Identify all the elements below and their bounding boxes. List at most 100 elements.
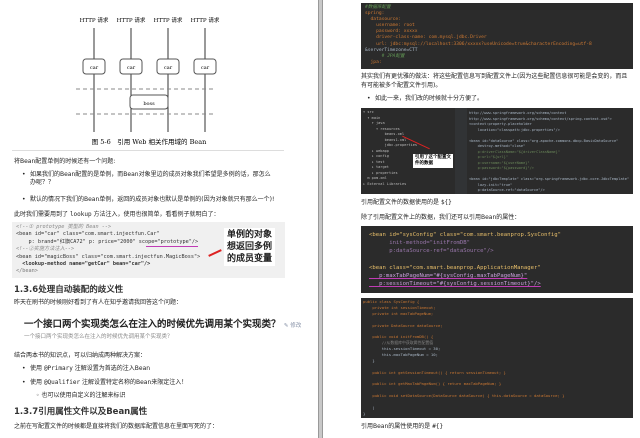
ide-callout: 引用了这个配置文件的数据 <box>413 154 453 168</box>
sub-bullet-item: ◦ 也可以使用自定义的注解来标识 <box>36 392 126 399</box>
code-line: ▾ resources <box>363 126 400 131</box>
code-line: <bean id="car" class="com.smart.injectfu… <box>16 231 160 238</box>
inline-code: @Primary <box>43 365 73 372</box>
car-label: car <box>90 65 99 71</box>
code-line: spring: <box>365 11 385 17</box>
divider <box>12 150 284 151</box>
paragraph: 昨天在刷书的时候刚好看到了有人在知乎邀请我回答这个问题： <box>14 299 183 306</box>
http-request-label: HTTP 请求 <box>80 16 109 24</box>
code-line: http://www.springframework.org/schema/co… <box>469 111 567 115</box>
paragraph: 结合两本书的知识点，可以归纳成两种解决方案： <box>14 352 147 359</box>
car-box <box>156 58 180 75</box>
text: 也可以使用自定义的注解来标识 <box>41 392 126 399</box>
code-line: <!--②实施方法注入--> <box>16 246 75 253</box>
code-line: jpa: <box>365 59 382 65</box>
paragraph: 其实我们有更优雅的做法：将这些配置信息写到配置文件上(因为这些配置信息很可能是会… <box>361 73 628 89</box>
callout-line: 单例的对象 <box>227 230 273 240</box>
boss-label: boss <box>143 101 155 107</box>
xml-code-block: <bean id="sysConfig" class="com.smart.be… <box>361 226 633 293</box>
ide-screenshot: ▾ src ▾ main ▾ java ▾ resources beans.xm… <box>361 108 633 194</box>
code-line: p:dataSource-ref="dataSource"/> <box>469 188 545 192</box>
car-box <box>82 58 106 75</box>
text: 注解设置为首选的注入Bean <box>74 365 151 372</box>
code-line: <bean class="com.smart.beanprop.Applicat… <box>369 264 541 271</box>
caption: 引用配置文件的数据使用的是 ${} <box>361 199 452 207</box>
http-request-label: HTTP 请求 <box>191 16 220 24</box>
code-line: p:url="${url}" <box>469 155 508 159</box>
code-line: ▾ main <box>363 115 381 120</box>
code-line: </bean> <box>16 268 38 275</box>
code-line: ▸ test <box>363 159 385 164</box>
inline-code: lookup <box>69 211 92 218</box>
callout-line: 想返回多例 <box>227 242 273 252</box>
underline-annotation <box>146 246 198 247</box>
gutter <box>455 108 467 194</box>
callout-line: 的成员变量 <box>227 254 273 264</box>
code-line: m pom.xml <box>363 176 387 180</box>
code-line: //从数据库中获取属性配置值 <box>363 340 434 346</box>
code-line: init-method="initFromDB" <box>369 240 471 247</box>
code-line: private int sessionTimeout; <box>363 304 436 310</box>
code-line: #数据库配置 <box>365 5 391 10</box>
code-line: <!--① prototype 类型的 Bean --> <box>16 224 112 230</box>
edit-label: 修改 <box>290 323 302 329</box>
code-line: datasource: <box>365 17 401 23</box>
text: 引用配置文件的数据使用的是 <box>361 199 440 206</box>
http-request-label: HTTP 请求 <box>117 16 146 24</box>
code-line: destroy-method="close" <box>469 144 526 148</box>
edit-link[interactable]: ✎ 修改 <box>283 323 302 329</box>
text: 使用 <box>30 379 43 386</box>
code-line: this.maxTabPageNum = 10; <box>363 352 438 358</box>
code-line: beans1.xml <box>363 137 407 142</box>
code-line <box>369 256 625 264</box>
bullet-item: 如此一来，我们改的时候就十分方便了。 <box>367 95 483 103</box>
code-line: public void setDataSource(DataSource dat… <box>363 393 565 399</box>
code-line: public void initFromDB() { <box>363 334 434 340</box>
paragraph: 除了引用配置文件上的数据，我们还可以引用Bean的属性： <box>361 214 521 221</box>
code-line: <bean id="dataSource" class="org.apache.… <box>469 138 619 143</box>
text: 使用 <box>30 365 43 372</box>
inline-code: #{} <box>432 423 444 430</box>
code-line: http://www.springframework.org/schema/co… <box>469 116 612 121</box>
bullet-item: 使用 @Qualifier 注解设置特定名称的Bean来限定注入！ <box>22 379 188 387</box>
text: 此时我们需要用到了 <box>14 211 69 218</box>
page-divider <box>318 0 323 438</box>
code-line: p: brand="红旗CA72" p: price="2000" scope=… <box>16 238 199 245</box>
bullet-item: 默认的情况下我们的Bean单例，返回的成员对象也默认是单例的(因为对象就只有那么… <box>22 196 274 204</box>
caption: 引用Bean的属性使用的是 #{} <box>361 423 443 431</box>
project-tree: ▾ src ▾ main ▾ java ▾ resources beans.xm… <box>363 110 441 187</box>
code-line: ▾ java <box>363 121 385 125</box>
paragraph: 将Bean配置单例的时候还有一个问题: <box>14 158 116 165</box>
code-line: <bean id="sysConfig" class="com.smart.be… <box>369 232 561 238</box>
code-line: private int maxTabPageNum; <box>363 310 434 316</box>
code-line: beans.xml <box>363 132 405 136</box>
inline-code: @Qualifier <box>43 379 81 386</box>
java-code-block: public class SysConfig { private int ses… <box>361 298 633 418</box>
code-line: <bean id="jdbcTemplate" class="org.sprin… <box>469 177 630 181</box>
code-line: location="classpath:jdbc.properties"/> <box>469 127 560 132</box>
code-line: public int getSessionTimeout() { return … <box>363 369 506 375</box>
question-subtitle: 一个接口两个实现类怎么在注入的时候优先调用某个实现类？ <box>24 334 173 340</box>
code-line: p:password="${password}"/> <box>469 166 534 170</box>
zhihu-question-title: 一个接口两个实现类怎么在注入的时候优先调用某个实现类？ ✎ 修改 <box>24 316 301 330</box>
code-line: p:username="${userName}" <box>469 160 530 165</box>
code-line: p:sessionTimeout="#{sysConfig.sessionTim… <box>369 281 541 288</box>
boss-box <box>129 94 169 110</box>
code-line: ▸ External Libraries <box>363 181 407 186</box>
text: 注解设置特定名称的Bean来限定注入！ <box>81 379 188 386</box>
text: 方法注入，使用也很简单，看看例子就明白了： <box>93 211 220 218</box>
code-line: &serverTimezone=CTT <box>365 47 418 53</box>
code-line: p:dataSource-ref="dataSource"/> <box>369 248 494 255</box>
code-line: | <box>363 405 375 411</box>
question-title: 一个接口两个实现类怎么在注入的时候优先调用某个实现类？ <box>24 319 281 330</box>
code-line: # JPA配置 <box>365 53 405 59</box>
code-editor: http://www.springframework.org/schema/co… <box>469 111 629 194</box>
car-label: car <box>127 65 136 71</box>
code-line: password: xxxxx <box>365 29 418 35</box>
code-line: ▸ webapp <box>363 148 389 153</box>
http-request-label: HTTP 请求 <box>154 16 183 24</box>
code-line: private DataSource dataSource; <box>363 322 443 328</box>
